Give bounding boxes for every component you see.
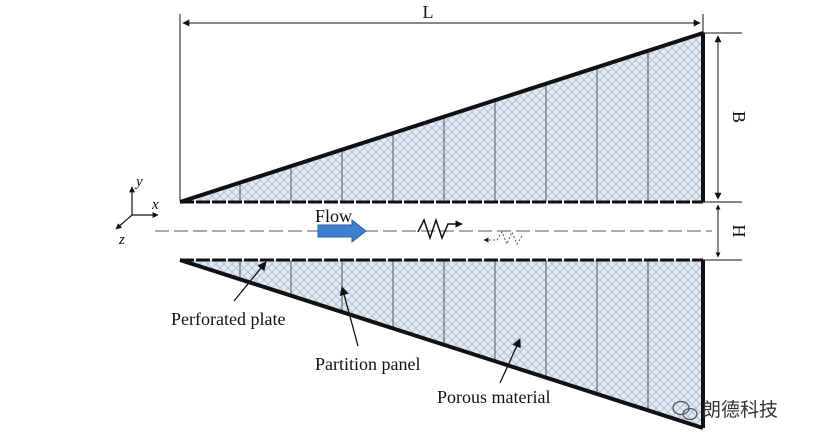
perforated-plate-label: Perforated plate xyxy=(171,309,285,329)
watermark-text: 朗德科技 xyxy=(702,399,778,421)
axis-x-label: x xyxy=(151,197,159,213)
porous-material-label: Porous material xyxy=(437,387,550,407)
watermark: 朗德科技 xyxy=(672,399,778,421)
upper-partition-panels xyxy=(239,51,649,202)
dim-L-label: L xyxy=(423,2,434,22)
incident-wave xyxy=(417,217,463,241)
flow-arrow xyxy=(317,218,367,244)
lower-slanted-wall xyxy=(179,258,704,430)
coordinate-axes xyxy=(115,186,159,230)
lower-partition-panels xyxy=(239,260,649,411)
axis-y-label: y xyxy=(134,174,143,190)
axis-z-label: z xyxy=(118,232,125,248)
dim-H-label: H xyxy=(729,225,749,238)
partition-panel-leader xyxy=(339,286,359,347)
porous-material-leader xyxy=(499,338,521,384)
perforated-plate-leader xyxy=(233,261,267,302)
reflected-wave xyxy=(483,230,523,246)
wechat-icon xyxy=(672,400,698,421)
dim-B-label: B xyxy=(729,111,749,123)
upper-slanted-wall xyxy=(179,31,704,204)
flow-label: Flow xyxy=(315,206,352,226)
partition-panel-label: Partition panel xyxy=(315,354,420,374)
